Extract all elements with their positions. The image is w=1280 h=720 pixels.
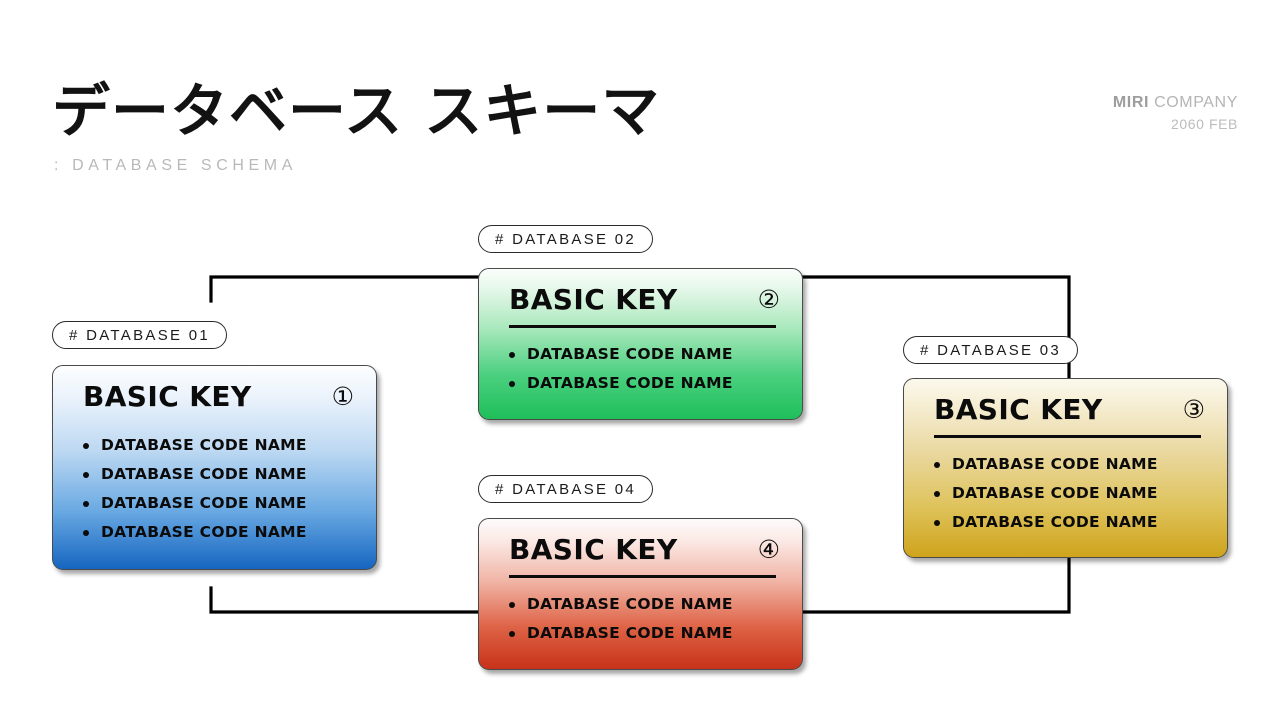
card-header-db03: BASIC KEY ③ <box>904 379 1227 426</box>
page-subtitle: : DATABASE SCHEMA <box>54 157 297 174</box>
pill-database-04[interactable]: # DATABASE 04 <box>478 475 654 503</box>
card-item-list-db03: DATABASE CODE NAME DATABASE CODE NAME DA… <box>904 438 1227 537</box>
list-item[interactable]: DATABASE CODE NAME <box>83 489 376 518</box>
connector-db04-to-db03 <box>801 556 1071 614</box>
card-title-db01: BASIC KEY <box>83 380 252 413</box>
card-database-02[interactable]: BASIC KEY ② DATABASE CODE NAME DATABASE … <box>478 268 803 420</box>
circled-number-1-icon: ① <box>331 382 354 411</box>
pill-database-03[interactable]: # DATABASE 03 <box>903 336 1079 364</box>
card-item-list-db01: DATABASE CODE NAME DATABASE CODE NAME DA… <box>53 413 376 547</box>
card-title-db04: BASIC KEY <box>509 533 678 566</box>
list-item[interactable]: DATABASE CODE NAME <box>83 460 376 489</box>
connector-db01-to-db04 <box>209 586 481 614</box>
card-title-db03: BASIC KEY <box>934 393 1103 426</box>
brand-block: MIRI COMPANY 2060 FEB <box>1113 92 1238 135</box>
card-divider-db02 <box>509 325 776 328</box>
brand-date: 2060 FEB <box>1170 115 1238 132</box>
pill-database-02[interactable]: # DATABASE 02 <box>478 225 654 253</box>
card-item-list-db02: DATABASE CODE NAME DATABASE CODE NAME <box>479 328 802 398</box>
card-database-01[interactable]: BASIC KEY ① DATABASE CODE NAME DATABASE … <box>52 365 377 570</box>
page-title: データベース スキーマ <box>52 77 661 145</box>
card-database-03[interactable]: BASIC KEY ③ DATABASE CODE NAME DATABASE … <box>903 378 1228 558</box>
list-item[interactable]: DATABASE CODE NAME <box>83 431 376 460</box>
card-database-04[interactable]: BASIC KEY ④ DATABASE CODE NAME DATABASE … <box>478 518 803 670</box>
circled-number-3-icon: ③ <box>1182 395 1205 424</box>
card-title-db02: BASIC KEY <box>509 283 678 316</box>
list-item[interactable]: DATABASE CODE NAME <box>934 450 1227 479</box>
brand-name: MIRI COMPANY <box>1113 92 1238 114</box>
card-divider-db03 <box>934 435 1201 438</box>
list-item[interactable]: DATABASE CODE NAME <box>83 518 376 547</box>
list-item[interactable]: DATABASE CODE NAME <box>509 340 802 369</box>
list-item[interactable]: DATABASE CODE NAME <box>934 508 1227 537</box>
list-item[interactable]: DATABASE CODE NAME <box>934 479 1227 508</box>
card-divider-db04 <box>509 575 776 578</box>
circled-number-2-icon: ② <box>757 285 780 314</box>
list-item[interactable]: DATABASE CODE NAME <box>509 619 802 648</box>
list-item[interactable]: DATABASE CODE NAME <box>509 369 802 398</box>
connector-db01-to-db02 <box>209 275 481 303</box>
circled-number-4-icon: ④ <box>757 535 780 564</box>
slide-header: データベース スキーマ : DATABASE SCHEMA MIRI COMPA… <box>0 0 1280 200</box>
brand-name-strong: MIRI <box>1112 94 1150 111</box>
card-header-db01: BASIC KEY ① <box>53 366 376 413</box>
card-header-db04: BASIC KEY ④ <box>479 519 802 566</box>
list-item[interactable]: DATABASE CODE NAME <box>509 590 802 619</box>
brand-name-rest: COMPANY <box>1149 94 1238 111</box>
pill-database-01[interactable]: # DATABASE 01 <box>52 321 228 349</box>
card-item-list-db04: DATABASE CODE NAME DATABASE CODE NAME <box>479 578 802 648</box>
card-header-db02: BASIC KEY ② <box>479 269 802 316</box>
